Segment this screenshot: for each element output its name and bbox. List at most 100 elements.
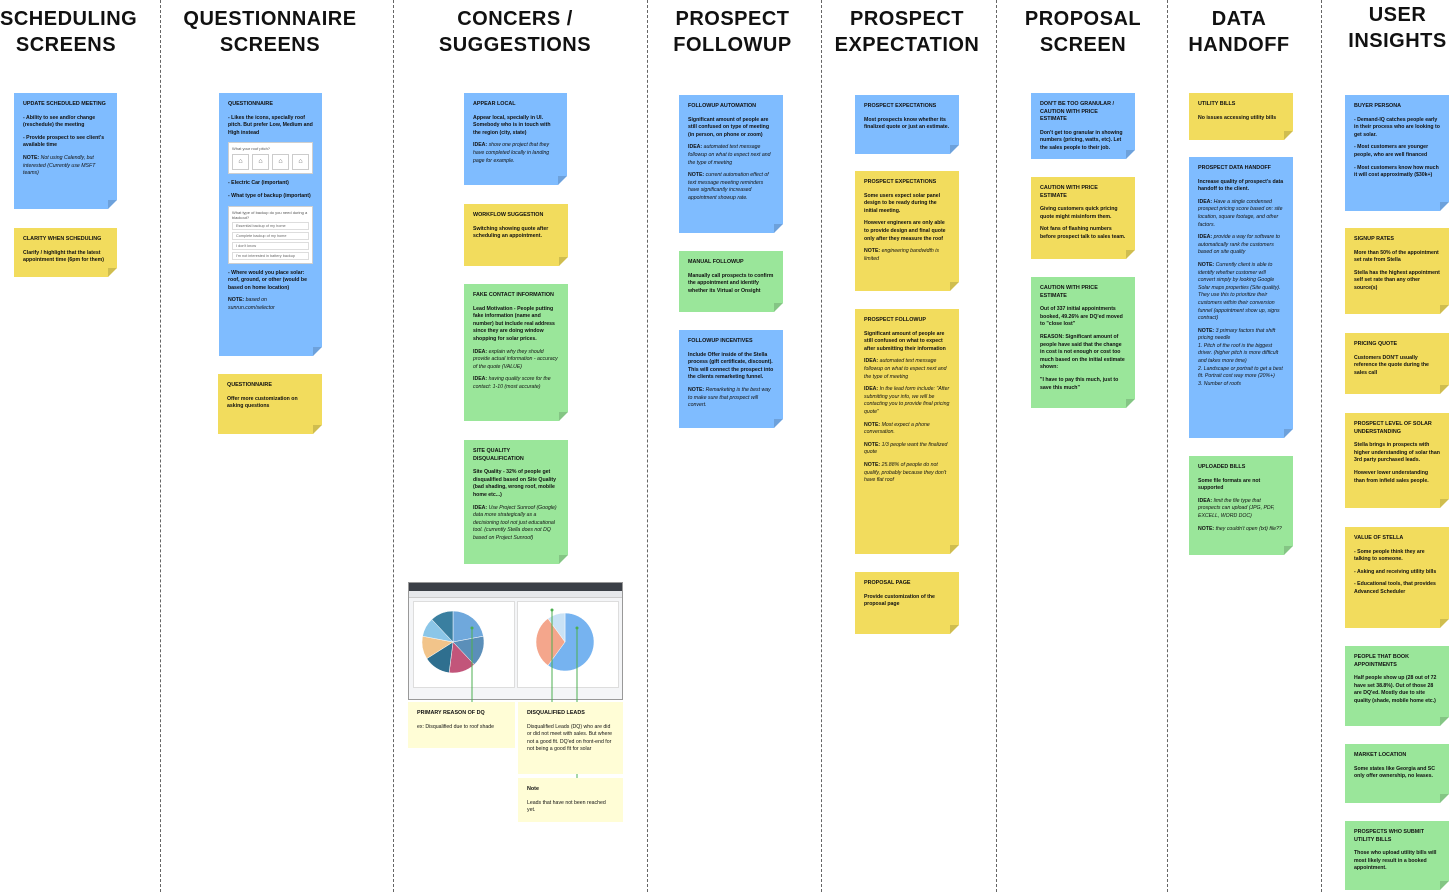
sticky-note[interactable]: BUYER PERSONA - Demand-IQ catches people… [1345,95,1449,211]
note-title: VALUE OF STELLA [1354,535,1404,541]
note-title: Note [527,786,539,792]
sticky-note[interactable]: CAUTION WITH PRICE ESTIMATE Out of 337 i… [1031,277,1135,408]
note-title: APPEAR LOCAL [473,101,516,107]
note-text: - What type of backup (important) [228,192,311,199]
note-title: PROSPECT FOLLOWUP [864,317,926,323]
note-text: - Most customers are younger people, who… [1354,144,1429,158]
note-label: IDEA: [1198,497,1213,504]
pie-charts [421,610,595,674]
note-label: NOTE: [228,297,245,304]
note-text: - Some people think they are talking to … [1354,548,1425,563]
sticky-note[interactable]: PROSPECT EXPECTATIONS Some users expect … [855,171,959,291]
note-title: QUESTIONNAIRE [227,382,272,388]
form-option: Complete backup of my home [232,232,309,240]
note-title: DISQUALIFIED LEADS [527,710,585,716]
note-label: IDEA: [1198,198,1213,205]
note-text: - Educational tools, that provides Advan… [1354,581,1436,595]
sticky-note[interactable]: QUESTIONNAIRE - Likes the icons, special… [219,93,322,356]
note-label: NOTE: [1198,261,1215,268]
note-text: - Ability to see and/or change (reschedu… [23,114,96,129]
note-title: UPLOADED BILLS [1198,464,1246,470]
house-icon: ⌂ [252,154,269,170]
sticky-note[interactable]: WORKFLOW SUGGESTION Switching showing qu… [464,204,568,266]
sticky-note[interactable]: PROSPECT EXPECTATIONS Most prospects kno… [855,95,959,154]
note-label: IDEA: [473,142,488,149]
sticky-note[interactable]: CLARITY WHEN SCHEDULING Clarify / highli… [14,228,117,277]
note-text: Currently client is able to identify whe… [1198,261,1281,322]
column-title-prospect-followup: PROSPECT FOLLOWUP [673,8,792,56]
sticky-note[interactable]: PROPOSAL PAGE Provide customization of t… [855,572,959,634]
sticky-note[interactable]: UPLOADED BILLS Some file formats are not… [1189,456,1293,555]
sticky-note[interactable]: PROSPECT FOLLOWUP Significant amount of … [855,309,959,554]
note-title: PROSPECTS WHO SUBMIT UTILITY BILLS [1354,829,1425,843]
sticky-note[interactable]: PEOPLE THAT BOOK APPOINTMENTS Half peopl… [1345,646,1449,726]
note-label: IDEA: [688,144,703,151]
note-text: - Provide prospect to see client's avail… [23,134,105,149]
note-label: IDEA: [864,386,879,393]
sticky-note[interactable]: VALUE OF STELLA - Some people think they… [1345,527,1449,628]
sticky-note[interactable]: APPEAR LOCAL Appear local, specially in … [464,93,567,185]
note-label: NOTE: [864,461,881,468]
note-text: show one project that they have complete… [473,142,550,164]
sticky-note[interactable]: UPDATE SCHEDULED MEETING - Ability to se… [14,93,117,209]
note-text: automated text message followup on what … [864,358,947,380]
sticky-note[interactable]: SIGNUP RATES More than 50% of the appoin… [1345,228,1449,314]
note-title: MARKET LOCATION [1354,752,1407,758]
form-option: I don't know [232,242,309,250]
note-title: PROSPECT EXPECTATIONS [864,179,937,185]
pie-slice [431,610,454,643]
house-icon: ⌂ [232,154,249,170]
note-label: IDEA: [473,376,488,383]
note-text: Not using Calendly, but interested (Curr… [23,154,96,177]
annotation-note[interactable]: DISQUALIFIED LEADS Disqualified Leads (D… [518,702,623,774]
sticky-note[interactable]: SITE QUALITY DISQUALIFICATION Site Quali… [464,440,568,564]
sticky-note[interactable]: PROSPECT DATA HANDOFF Increase quality o… [1189,157,1293,438]
annotation-note[interactable]: Note Leads that have not been reached ye… [518,778,623,822]
note-text: 1/3 people want the finalized quote [864,441,948,456]
sticky-note[interactable]: PROSPECTS WHO SUBMIT UTILITY BILLS Those… [1345,821,1449,890]
sticky-note[interactable]: PRICING QUOTE Customers DON'T usually re… [1345,333,1449,394]
note-title: UTILITY BILLS [1198,101,1236,107]
note-text: Increase quality of prospect's data hand… [1198,178,1284,193]
sticky-note[interactable]: FOLLOWUP INCENTIVES Include Offer inside… [679,330,783,428]
note-label: NOTE: [688,386,705,393]
sticky-note[interactable]: FOLLOWUP AUTOMATION Significant amount o… [679,95,783,233]
note-title: FOLLOWUP AUTOMATION [688,103,757,109]
note-text: 3 primary factors that shift pricing nee… [1198,327,1276,342]
note-title: PROSPECT LEVEL OF SOLAR UNDERSTANDING [1354,421,1432,435]
note-text: Switching showing quote after scheduling… [473,225,549,240]
column-title-prospect-expectation: PROSPECT EXPECTATION [834,8,980,56]
column-divider [821,0,822,892]
note-text: provide a way for software to automatica… [1198,234,1280,256]
note-text: However lower understanding than from in… [1354,469,1429,484]
note-title: FOLLOWUP INCENTIVES [688,338,753,344]
note-title: CAUTION WITH PRICE ESTIMATE [1040,185,1098,199]
pie-slice [547,612,595,672]
pie-slice [452,610,484,643]
sticky-note[interactable]: MARKET LOCATION Some states like Georgia… [1345,744,1449,803]
column-divider [393,0,394,892]
note-text: Significant amount of people are still c… [688,116,769,138]
sticky-note[interactable]: MANUAL FOLLOWUP Manually call prospects … [679,251,783,312]
sticky-note[interactable]: UTILITY BILLS No issues accessing utilit… [1189,93,1293,140]
note-text: Some file formats are not supported [1198,477,1261,492]
annotation-note[interactable]: PRIMARY REASON OF DQ ex: Disqualified du… [408,702,515,748]
note-title: SITE QUALITY DISQUALIFICATION [473,448,524,462]
sticky-note[interactable]: PROSPECT LEVEL OF SOLAR UNDERSTANDING St… [1345,413,1449,508]
note-text: Manually call prospects to confirm the a… [688,272,774,294]
note-text: Some states like Georgia and SC only off… [1354,765,1436,780]
sticky-note[interactable]: QUESTIONNAIRE Offer more customization o… [218,374,322,434]
note-text: Out of 337 initial appointments booked, … [1040,306,1123,328]
note-text: "I have to pay this much, just to save t… [1040,376,1119,391]
note-label: NOTE: [1198,525,1215,532]
sticky-note[interactable]: CAUTION WITH PRICE ESTIMATE Giving custo… [1031,177,1135,259]
note-text: Most expect a phone conversation. [864,421,930,436]
sticky-note[interactable]: FAKE CONTACT INFORMATION Lead Motivation… [464,284,568,421]
note-text: Site Quality - 32% of people get disqual… [473,469,557,498]
sticky-note[interactable]: DON'T BE TOO GRANULAR / CAUTION WITH PRI… [1031,93,1135,159]
column-title-concerns: CONCERS / SUGGESTIONS [438,8,592,56]
note-label: NOTE: [864,441,881,448]
note-text: Remarketing is the best way to make sure… [688,386,771,409]
note-text: Some users expect solar panel design to … [864,192,941,214]
note-text: In the lead form include: "After submitt… [864,386,950,415]
